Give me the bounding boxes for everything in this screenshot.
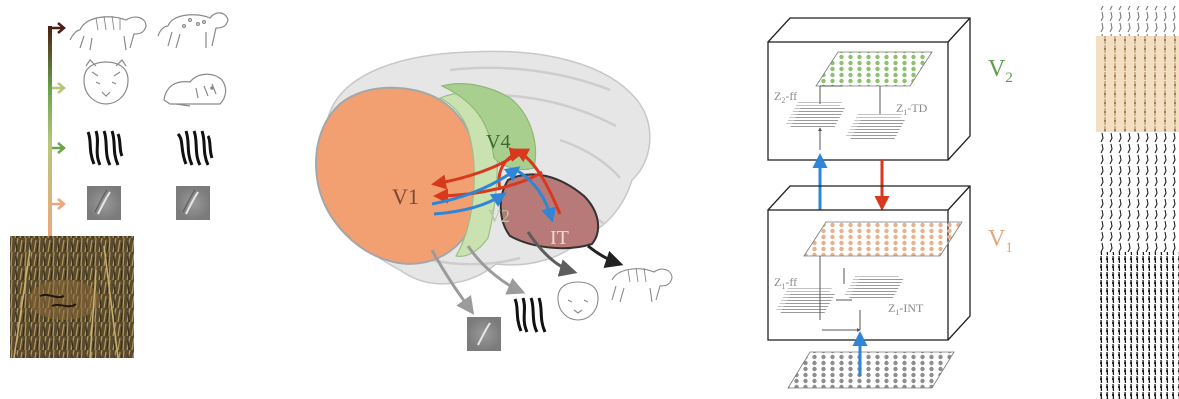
z2-ff-stack: [786, 102, 846, 128]
v1-region: [316, 88, 480, 264]
cortex-layer-top: [1096, 6, 1179, 36]
tiger-walking-icon: [70, 16, 146, 50]
z1-td-stack: [846, 114, 906, 140]
tiger-face-icon-output: [558, 282, 598, 320]
v2-title: V2: [988, 56, 1013, 86]
brain-label-v4: V4: [486, 131, 510, 153]
v1-layer-box: [768, 186, 970, 340]
hierarchy-arrow-3: [52, 143, 64, 153]
hierarchy-panel: [10, 13, 228, 358]
z2-ff-label: Z2-ff: [774, 89, 797, 105]
v2-top-sheet: [816, 52, 932, 86]
stripes-icon-output: [513, 297, 549, 333]
brain-label-v2: V2: [488, 206, 510, 226]
cortex-layer-mid: [1096, 132, 1179, 252]
tiger-walking-icon-output: [612, 268, 672, 302]
gabor-patch-icon-2: [176, 186, 210, 220]
output-arrow-it: [588, 246, 620, 264]
z1-ff-label: Z1-ff: [774, 275, 797, 291]
cortex-layer-deep: [1096, 252, 1179, 399]
stripes-icon: [86, 130, 122, 166]
v1-title: V1: [988, 226, 1013, 256]
brain-label-v1: V1: [392, 184, 419, 209]
hierarchy-arrow-top: [52, 23, 64, 33]
input-grid-sheet: [788, 352, 954, 388]
stripes-icon-2: [176, 130, 212, 166]
tiger-photo: [10, 236, 134, 358]
z1-td-label: Z1-TD: [896, 101, 928, 117]
cortex-highlight-cells: [1096, 36, 1179, 132]
cortex-layers-panel: [1096, 6, 1179, 399]
v1-top-sheet: [804, 222, 962, 256]
brain-label-it: IT: [550, 227, 569, 249]
tiger-face-icon: [84, 60, 128, 104]
hierarchy-arrow-4: [52, 199, 64, 209]
hierarchy-arrow-2: [52, 83, 64, 93]
model-panel: V2 Z2-ff Z1-TD V1 Z1-ff: [768, 18, 1013, 388]
hierarchy-gradient-bar: [48, 26, 52, 238]
cheetah-walking-icon: [158, 13, 228, 48]
z1-int-stack: [844, 274, 904, 300]
gabor-patch-icon-output: [467, 317, 501, 351]
z1-ff-stack: [776, 288, 836, 314]
z1-int-label: Z1-INT: [888, 301, 924, 317]
brain-panel: V1 V4 V2 IT: [316, 51, 672, 351]
tiger-lying-icon: [164, 74, 226, 106]
gabor-patch-icon: [87, 186, 121, 220]
